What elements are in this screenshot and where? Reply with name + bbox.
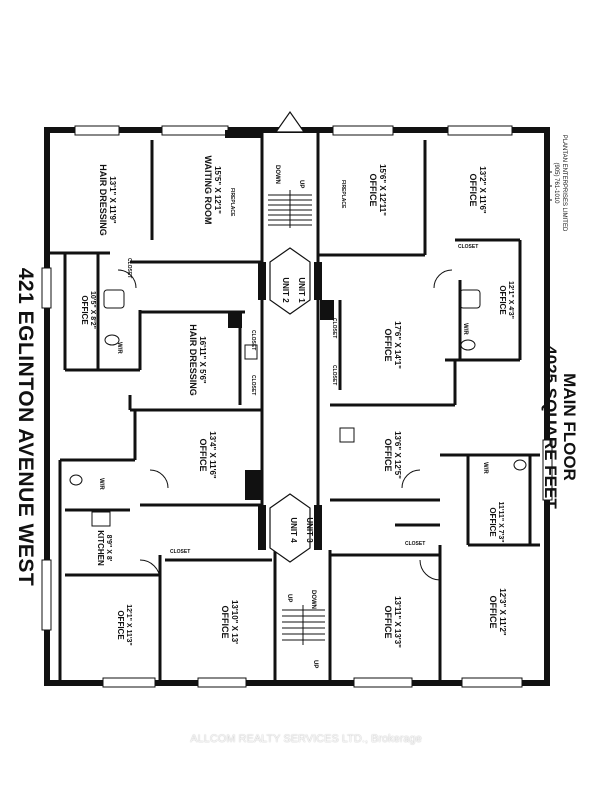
room-name: OFFICE — [198, 439, 208, 472]
room-dims: 10'5" X 8'2" — [89, 291, 96, 329]
drafter-phone: (905) 761-1010 — [553, 162, 559, 204]
room-name: OFFICE — [488, 596, 498, 629]
room-name: OFFICE — [488, 507, 497, 537]
room-hair1: HAIR DRESSING 13'1" X 11'9" — [98, 164, 117, 236]
room-office-c2: OFFICE 13'6" X 12'5" — [383, 431, 402, 479]
room-name: OFFICE — [383, 329, 393, 362]
small-labels: CLOSET CLOSET CLOSET CLOSET CLOSET CLOSE… — [98, 165, 488, 668]
room-dims: 17'6" X 14'1" — [393, 321, 402, 369]
room-dims: 8'9" X 8' — [105, 535, 112, 562]
room-dims: 15'6" X 12'11" — [378, 164, 387, 216]
closet-label: CLOSET — [331, 318, 337, 338]
unit-label: UNIT 2 — [281, 277, 290, 303]
room-dims: 13'1" X 11'9" — [108, 176, 117, 224]
fireplace-label: FIREPLACE — [229, 188, 235, 217]
room-name: WAITING ROOM — [203, 156, 213, 225]
room-name: OFFICE — [468, 174, 478, 207]
room-office-w2: OFFICE 13'4" X 11'6" — [198, 431, 217, 479]
room-dims: 12'1" X 4'3" — [507, 281, 514, 319]
closet-label: CLOSET — [458, 244, 478, 250]
washroom-label: W/R — [116, 342, 122, 354]
room-name: OFFICE — [116, 610, 125, 640]
room-name: KITCHEN — [96, 530, 105, 566]
room-name: OFFICE — [80, 295, 89, 325]
room-office-sw2: OFFICE 13'10" X 13' — [220, 600, 239, 644]
washroom-label: W/R — [98, 478, 104, 490]
room-dims: 15'5" X 12'1" — [213, 166, 222, 214]
room-name: OFFICE — [383, 606, 393, 639]
room-name: OFFICE — [498, 285, 507, 315]
room-office-e1: OFFICE 12'1" X 4'3" — [498, 281, 514, 319]
room-name: HAIR DRESSING — [98, 164, 108, 236]
room-dims: 11'11" X 7'3" — [497, 501, 504, 542]
room-hair2: HAIR DRESSING 16'11" X 5'6" — [188, 324, 207, 396]
room-dims: 16'11" X 5'6" — [198, 336, 207, 384]
scale-bar — [544, 171, 552, 201]
unit-label: UNIT 4 — [289, 517, 298, 543]
building-address: 421 EGLINTON AVENUE WEST — [14, 267, 37, 587]
closet-label: CLOSET — [170, 549, 190, 555]
room-office-e2: OFFICE 11'11" X 7'3" — [488, 501, 504, 542]
room-dims: 13'10" X 13' — [230, 600, 239, 644]
floor-area: 4025 SQUARE FEET — [541, 345, 560, 509]
door-swings — [117, 269, 453, 581]
fireplace-label: FIREPLACE — [340, 180, 346, 209]
washroom-label: W/R — [462, 323, 468, 335]
room-dims: 13'2" X 11'6" — [478, 166, 487, 214]
floor-title: MAIN FLOOR 4025 SQUARE FEET — [541, 322, 579, 532]
up-label: UP — [312, 660, 318, 668]
down-label: DOWN — [310, 590, 316, 609]
room-name: OFFICE — [368, 174, 378, 207]
up-label: UP — [298, 180, 304, 188]
windows — [41, 125, 553, 688]
closet-label: CLOSET — [250, 330, 256, 350]
room-name: OFFICE — [220, 606, 230, 639]
room-office-sw1: OFFICE 12'1" X 11'3" — [116, 604, 132, 646]
floor-name: MAIN FLOOR — [560, 373, 579, 481]
closet-label: CLOSET — [250, 375, 256, 395]
interior-walls — [50, 133, 540, 680]
room-office-se1: OFFICE 13'11" X 13'3" — [383, 596, 402, 648]
stairs-north — [268, 190, 312, 228]
room-office-se2: OFFICE 12'3" X 11'2" — [488, 588, 507, 636]
up-label: UP — [286, 594, 292, 602]
room-waiting: WAITING ROOM 15'5" X 12'1" — [203, 156, 222, 225]
corridor-entries — [269, 110, 311, 563]
brokerage-watermark: ALLCOM REALTY SERVICES LTD., Brokerage — [190, 733, 422, 745]
room-name: HAIR DRESSING — [188, 324, 198, 396]
exterior-walls — [44, 127, 550, 686]
structural-columns — [225, 130, 334, 550]
room-kitchen: KITCHEN 8'9" X 8' — [96, 530, 112, 566]
closet-label: CLOSET — [331, 365, 337, 385]
closet-label: CLOSET — [405, 541, 425, 547]
room-name: OFFICE — [383, 439, 393, 472]
room-office-ne2: OFFICE 13'2" X 11'6" — [468, 166, 487, 214]
drafter-credit: PLANTAN ENTERPRISES LIMITED (905) 761-10… — [552, 108, 568, 258]
room-dims: 12'1" X 11'3" — [125, 604, 132, 646]
unit-labels: UNIT 2 UNIT 1 UNIT 4 UNIT 3 — [281, 277, 314, 543]
stairs-south — [282, 605, 325, 645]
fixtures — [69, 289, 527, 527]
washroom-label: W/R — [482, 462, 488, 474]
room-dims: 12'3" X 11'2" — [498, 588, 507, 636]
unit-label: UNIT 3 — [305, 517, 314, 543]
drafter-company: PLANTAN ENTERPRISES LIMITED — [561, 134, 567, 232]
closet-label: CLOSET — [126, 258, 132, 278]
unit-label: UNIT 1 — [297, 277, 306, 303]
room-dims: 13'6" X 12'5" — [393, 431, 402, 479]
room-labels: HAIR DRESSING 13'1" X 11'9" WAITING ROOM… — [80, 156, 514, 649]
room-office-w1: OFFICE 10'5" X 8'2" — [80, 291, 96, 329]
room-dims: 13'4" X 11'6" — [208, 431, 217, 479]
room-dims: 13'11" X 13'3" — [393, 596, 402, 648]
down-label: DOWN — [274, 165, 280, 184]
room-office-ne: OFFICE 15'6" X 12'11" — [368, 164, 387, 216]
room-office-c1: OFFICE 17'6" X 14'1" — [383, 321, 402, 369]
